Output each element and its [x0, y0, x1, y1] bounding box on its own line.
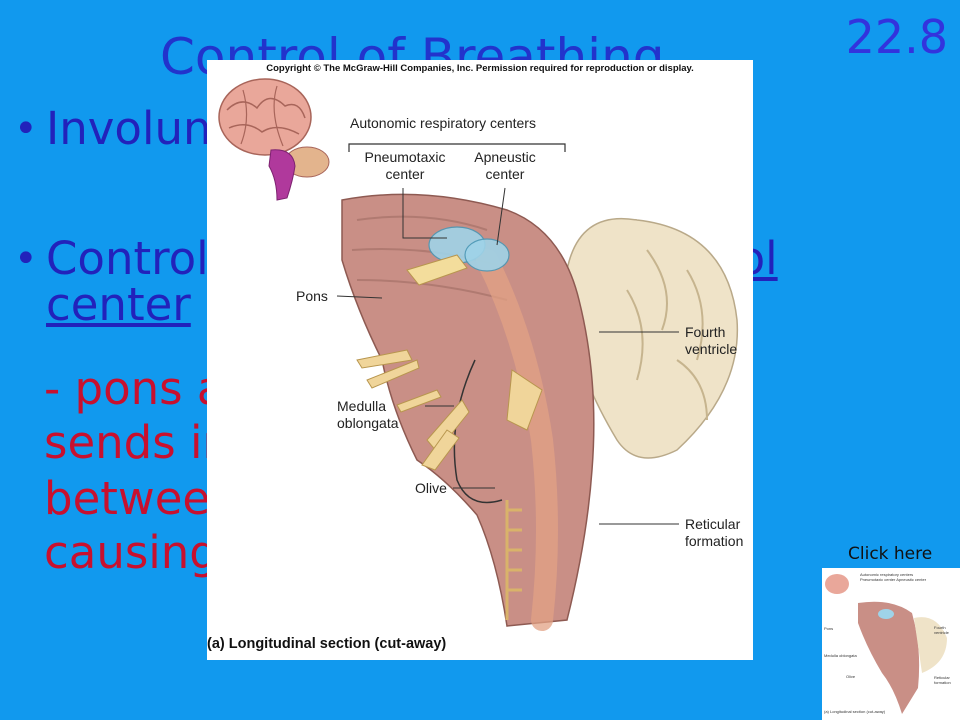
nerve-roots — [356, 349, 543, 471]
label-pons: Pons — [296, 288, 328, 304]
slide-number: 22.8 — [845, 10, 948, 64]
figure-thumbnail[interactable]: Autonomic respiratory centers Pneumotaxi… — [822, 568, 960, 720]
respiratory-centers-highlight — [406, 226, 510, 286]
copyright-notice: Copyright © The McGraw-Hill Companies, I… — [266, 63, 694, 74]
click-here-label[interactable]: Click here — [848, 544, 933, 564]
figure-caption: (a) Longitudinal section (cut-away) — [207, 636, 447, 652]
thumbnail-labels: Autonomic respiratory centers Pneumotaxi… — [824, 572, 951, 714]
label-olive: Olive — [415, 480, 447, 496]
brainstem-illustration — [218, 78, 739, 631]
label-autonomic-centers: Autonomic respiratory centers — [350, 115, 536, 131]
bullet-dot: • — [14, 236, 38, 282]
bullet-dot: • — [14, 106, 38, 152]
cerebellum-shape — [566, 217, 739, 459]
brain-locator-icon — [218, 78, 330, 201]
brainstem-figure: Copyright © The McGraw-Hill Companies, I… — [207, 60, 753, 660]
thumbnail-illustration — [825, 574, 947, 714]
